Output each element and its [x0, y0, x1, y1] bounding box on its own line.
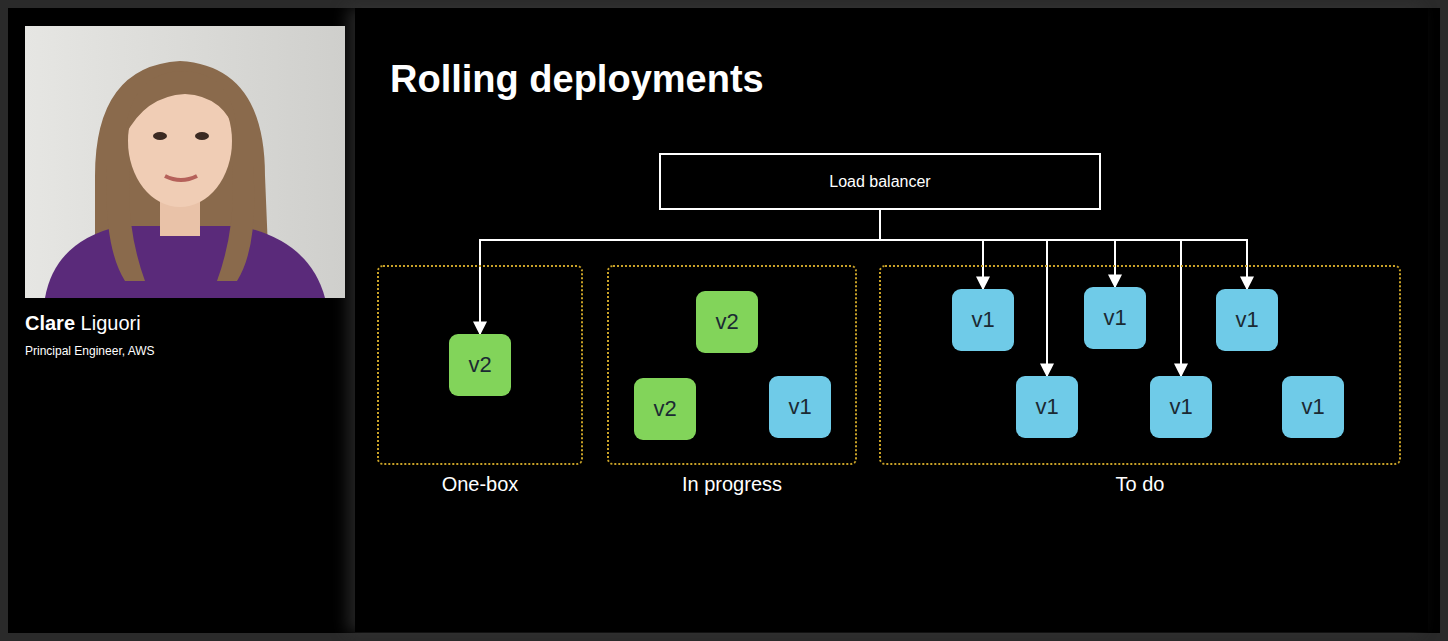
- group-caption: One-box: [359, 473, 601, 496]
- stage-group: In progressv2v2v1: [607, 265, 857, 465]
- connector-arrow: [880, 210, 1047, 376]
- box-label: v1: [1103, 305, 1126, 331]
- version-box: v1: [769, 376, 831, 438]
- speaker-photo: [25, 26, 345, 298]
- box-label: v1: [788, 394, 811, 420]
- box-label: v1: [1301, 394, 1324, 420]
- version-box: v1: [1084, 287, 1146, 349]
- box-label: v2: [468, 352, 491, 378]
- box-label: v2: [653, 396, 676, 422]
- box-label: v1: [1035, 394, 1058, 420]
- connector-arrow: [480, 210, 880, 334]
- version-box: v1: [1016, 376, 1078, 438]
- box-label: v1: [1169, 394, 1192, 420]
- speaker-role: Principal Engineer, AWS: [25, 344, 155, 358]
- box-label: v1: [971, 307, 994, 333]
- version-box: v1: [1216, 289, 1278, 351]
- connector-arrow: [880, 210, 983, 289]
- version-box: v1: [1282, 376, 1344, 438]
- version-box: v2: [449, 334, 511, 396]
- speaker-name: Clare Liguori: [25, 312, 141, 335]
- box-label: v1: [1235, 307, 1258, 333]
- connector-arrow: [880, 210, 1115, 287]
- stage-group: To dov1v1v1v1v1v1: [879, 265, 1401, 465]
- group-caption: In progress: [589, 473, 875, 496]
- box-label: v2: [715, 309, 738, 335]
- slide-title: Rolling deployments: [390, 58, 764, 101]
- box-label: Load balancer: [829, 173, 930, 191]
- version-box: v2: [696, 291, 758, 353]
- version-box: v1: [1150, 376, 1212, 438]
- load-balancer-box: Load balancer: [659, 153, 1101, 210]
- version-box: v2: [634, 378, 696, 440]
- connector-arrow: [880, 210, 1181, 376]
- stage-group: One-boxv2: [377, 265, 583, 465]
- connector-arrow: [880, 210, 1247, 289]
- group-caption: To do: [861, 473, 1419, 496]
- version-box: v1: [952, 289, 1014, 351]
